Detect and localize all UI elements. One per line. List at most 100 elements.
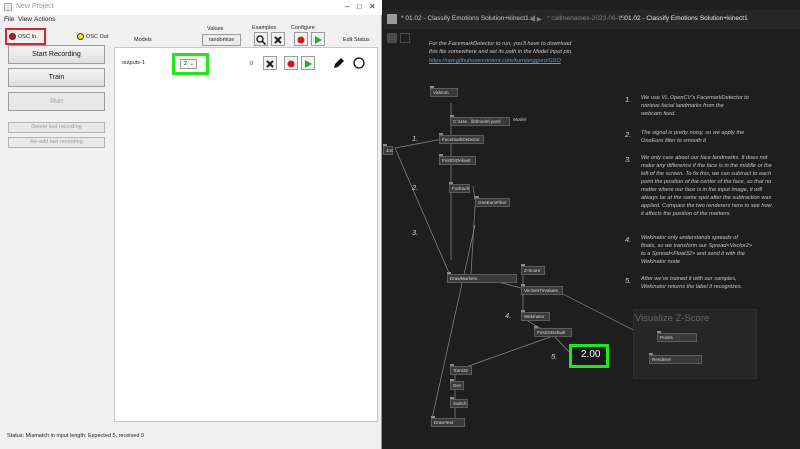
search-icon <box>256 35 267 46</box>
train-button[interactable]: Train <box>8 68 105 87</box>
output-value-display[interactable]: 2.00 <box>581 349 601 360</box>
output-value-selected: 2 <box>184 61 188 67</box>
model-status-indicator[interactable] <box>352 56 366 70</box>
node-model-path[interactable]: C:\Use...\lbfmodel.yaml <box>450 115 510 126</box>
note-3-line-2: make any difference if the face is in th… <box>641 163 772 169</box>
patch-wires <box>394 103 654 424</box>
status-circle-icon <box>353 57 365 69</box>
note-3-line-1: We only care about our face landmarks. I… <box>641 155 768 161</box>
record-model-button[interactable] <box>284 56 298 70</box>
osc-in-label: OSC In <box>18 34 37 40</box>
toolbar-icon-1[interactable] <box>387 33 397 43</box>
models-panel <box>114 47 378 422</box>
record-icon <box>287 60 295 68</box>
note-4-line-4: Wekinator node <box>641 259 681 265</box>
osc-out-indicator <box>77 33 84 40</box>
minimize-icon[interactable]: – <box>345 2 350 11</box>
note-1-line-1: We use VL.OpenCV's FacemarkDetector to <box>641 95 749 101</box>
patch-number-3: 3. <box>412 228 419 237</box>
note-1-number: 1. <box>625 95 632 104</box>
intro-line-1: For the FacemarkDetector to run, you'll … <box>429 41 572 47</box>
node-partial-left[interactable]: Joc <box>383 144 393 155</box>
value-select-highlight <box>172 53 209 75</box>
search-examples-button[interactable] <box>254 32 268 46</box>
delete-model-examples-button[interactable] <box>263 56 277 70</box>
example-count: 0 <box>250 61 254 67</box>
maximize-icon[interactable]: □ <box>357 2 362 11</box>
note-1-line-3: webcam feed. <box>641 111 676 117</box>
app-icon <box>4 3 12 11</box>
menu-bar: File View Actions <box>0 15 382 25</box>
node-wekinator[interactable]: Wekinator <box>521 310 550 321</box>
osc-in-indicator <box>9 33 16 40</box>
play-icon <box>315 36 322 44</box>
tab-classify-emotions-vl[interactable]: * 01.02 - Classify Emotions Solution+kin… <box>401 15 536 22</box>
wekinator-title-bar: New Project – □ ✕ <box>0 0 382 15</box>
note-5-line-2: Wekinator returns the label it recognize… <box>641 284 743 290</box>
node-renderer[interactable]: Renderer <box>649 353 702 364</box>
tab-classify-emotions-patch[interactable]: * 01.02 - Classify Emotions Solution+kin… <box>620 15 748 22</box>
node-switch[interactable]: Switch <box>450 397 468 408</box>
output-value-select[interactable]: 2 ⌄ <box>180 59 197 69</box>
node-toint32[interactable]: ToInt32 <box>450 364 472 375</box>
note-4-line-3: to a Spread<Float32> and send it with th… <box>641 251 745 257</box>
note-1-line-2: retrieve facial landmarks from the <box>641 103 724 109</box>
note-3-line-3: left of the screen. To fix this, we can … <box>641 171 772 177</box>
model-download-link[interactable]: https://raw.githubusercontent.com/kurnia… <box>429 58 561 64</box>
osc-out-label: OSC Out <box>86 34 109 40</box>
edit-model-button[interactable] <box>332 56 346 70</box>
note-3-line-5: matter where our face is in the input im… <box>641 187 762 193</box>
node-facemark-detector[interactable]: FacemarkDetector <box>439 133 484 144</box>
node-vectorstovalues[interactable]: VectorsToValues <box>521 284 563 295</box>
note-4-line-1: Wekinator only understands spreads of <box>641 235 738 241</box>
status-column-label: Status <box>354 37 370 43</box>
tab-callmenames[interactable]: * callmenames-2023-06-13 <box>547 15 626 22</box>
run-all-button[interactable] <box>311 32 325 46</box>
start-recording-button[interactable]: Start Recording <box>8 45 105 64</box>
x-icon <box>274 36 282 44</box>
close-icon[interactable]: ✕ <box>369 2 376 11</box>
run-button[interactable]: Run <box>8 92 105 111</box>
x-icon <box>266 60 274 68</box>
note-4-number: 4. <box>625 235 632 244</box>
re-add-last-recording-button[interactable]: Re-add last recording <box>8 137 105 148</box>
intro-line-2: this file somewhere and set its path in … <box>429 49 573 55</box>
note-3-number: 3. <box>625 155 632 164</box>
menu-actions[interactable]: Actions <box>34 16 56 23</box>
note-2-line-2: OneEuro filter to smooth it <box>641 138 706 144</box>
node-z-score[interactable]: Z-Score <box>521 264 545 275</box>
toolbar-icon-2[interactable] <box>400 33 410 43</box>
run-model-button[interactable] <box>301 56 315 70</box>
tab-nav-arrows[interactable]: ◀ ▶ <box>530 16 542 23</box>
examples-column-label: Examples <box>252 25 277 31</box>
chevron-down-icon: ⌄ <box>189 61 194 67</box>
node-videoin[interactable]: VideoIn <box>430 86 458 97</box>
record-icon <box>297 36 305 44</box>
window-title: New Project <box>16 3 54 10</box>
delete-last-recording-button[interactable]: Delete last recording <box>8 122 105 133</box>
menu-view[interactable]: View <box>18 16 32 23</box>
node-firstordefault-2[interactable]: FirstOrDefault <box>534 326 572 337</box>
note-2-number: 2. <box>625 130 632 139</box>
node-drawtext[interactable]: DrawText <box>431 416 465 427</box>
node-oneeurofilter[interactable]: OneEuroFilter <box>475 196 510 207</box>
node-dec[interactable]: Dec <box>450 379 464 390</box>
models-column-label: Models <box>134 37 152 43</box>
patch-number-2: 2. <box>412 183 419 192</box>
visualize-zscore-title: Visualize Z-Score <box>635 313 710 324</box>
randomize-button[interactable]: randomize <box>202 34 241 46</box>
tab-bar: * 01.02 - Classify Emotions Solution+kin… <box>383 10 800 29</box>
node-firstordefault-1[interactable]: FirstOrDefault <box>439 154 476 165</box>
record-all-button[interactable] <box>294 32 308 46</box>
menu-file[interactable]: File <box>4 16 15 23</box>
node-foreach[interactable]: ForEach <box>449 182 470 193</box>
patch-icon <box>387 14 397 24</box>
node-drawmarkers[interactable]: DrawMarkers <box>447 272 517 283</box>
delete-all-examples-button[interactable] <box>271 32 285 46</box>
node-points[interactable]: Points <box>657 331 697 342</box>
osc-in-highlight <box>5 28 46 45</box>
model-name: outputs-1 <box>122 60 145 66</box>
note-3-line-7: applied. Compare the two renderers here … <box>641 203 772 209</box>
note-3-line-6: always be at the same spot after the sub… <box>641 195 772 201</box>
configure-column-label: Configure <box>291 25 315 31</box>
